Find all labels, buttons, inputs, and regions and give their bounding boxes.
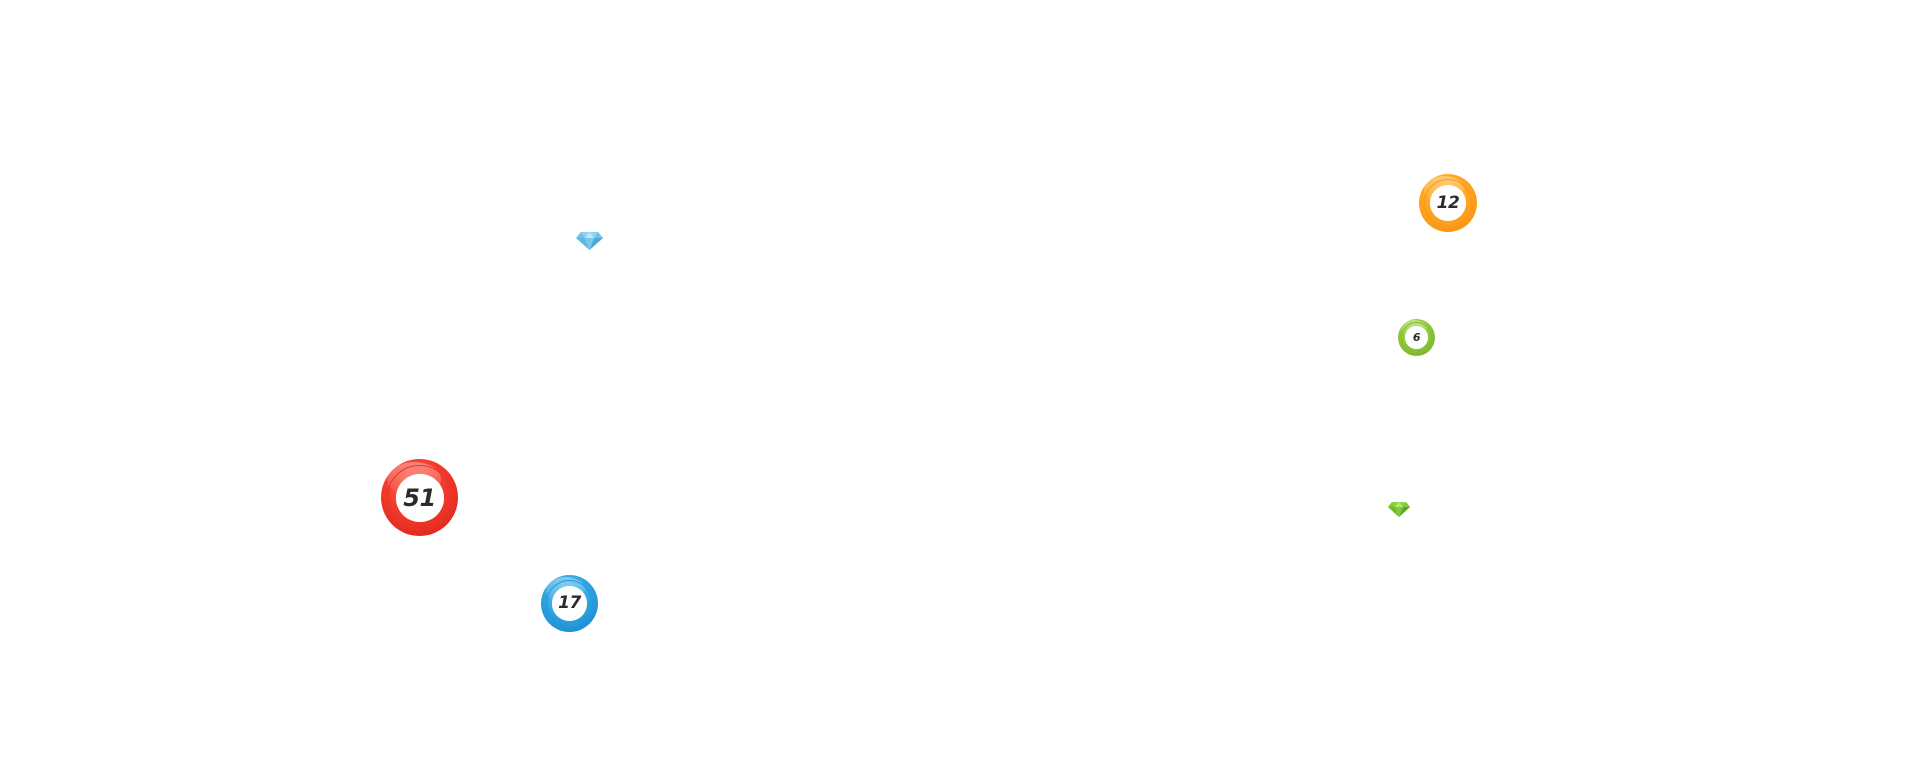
diamond-icon: [1388, 502, 1410, 517]
ball-number: 51: [403, 483, 436, 512]
ball-number: 12: [1436, 192, 1460, 213]
bingo-ball-orange: 12: [1419, 174, 1477, 232]
bingo-ball-red: 51: [381, 459, 458, 536]
ball-face: 12: [1430, 185, 1466, 221]
ball-face: 17: [552, 586, 587, 621]
ball-number: 17: [558, 593, 581, 613]
bingo-ball-green: 6: [1398, 319, 1435, 356]
diamond-icon: [576, 232, 603, 250]
ball-face: 6: [1405, 326, 1428, 349]
ball-number: 6: [1412, 331, 1421, 344]
ball-face: 51: [395, 473, 444, 522]
bingo-ball-blue: 17: [541, 575, 598, 632]
